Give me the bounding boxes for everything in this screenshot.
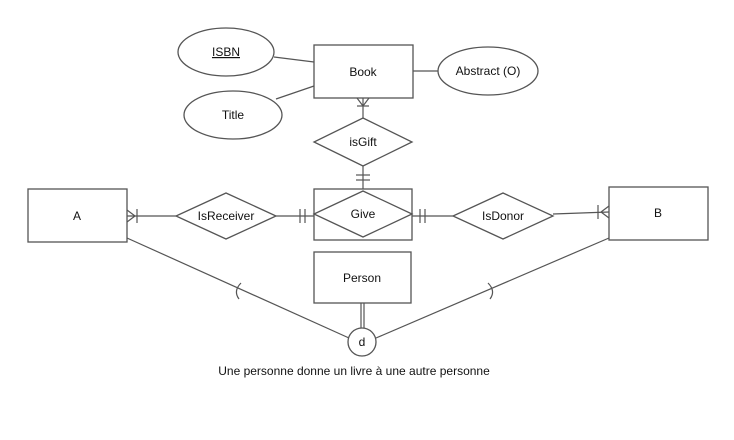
attribute-isbn: ISBN bbox=[177, 27, 275, 77]
relationship-isreceiver: IsReceiver bbox=[174, 192, 278, 240]
relationship-isdonor-label: IsDonor bbox=[482, 209, 524, 223]
a-isreceiver-crowsfoot bbox=[126, 209, 138, 223]
entity-a: A bbox=[27, 188, 128, 243]
entity-person: Person bbox=[313, 251, 412, 304]
associative-entity-give: Give bbox=[312, 188, 414, 241]
give-isreceiver-double-bar bbox=[299, 209, 306, 223]
entity-b: B bbox=[608, 186, 709, 241]
entity-a-label: A bbox=[73, 209, 81, 223]
diagram-caption: Une personne donne un livre à une autre … bbox=[218, 364, 490, 378]
isbn-book-link bbox=[273, 56, 315, 63]
entity-person-label: Person bbox=[343, 271, 381, 285]
attribute-abstract: Abstract (O) bbox=[437, 46, 539, 96]
a-subset-arc bbox=[235, 282, 242, 300]
relationship-isdonor: IsDonor bbox=[451, 192, 555, 240]
b-subset-arc bbox=[487, 282, 494, 300]
attribute-abstract-label: Abstract (O) bbox=[456, 64, 521, 78]
isdonor-b-link bbox=[552, 211, 610, 215]
relationship-isgift-label: isGift bbox=[349, 135, 377, 149]
entity-book-label: Book bbox=[349, 65, 377, 79]
attribute-isbn-label: ISBN bbox=[212, 45, 240, 59]
give-isdonor-double-bar bbox=[419, 209, 426, 223]
b-isdonor-crowsfoot bbox=[597, 205, 610, 219]
attribute-title-label: Title bbox=[222, 108, 245, 122]
disjoint-marker-label: d bbox=[359, 335, 366, 349]
cardinality-marks bbox=[126, 97, 610, 300]
title-book-link bbox=[275, 85, 315, 100]
b-disjoint-link bbox=[375, 237, 610, 339]
entity-b-label: B bbox=[654, 206, 662, 220]
entity-book: Book bbox=[313, 44, 414, 99]
relationship-isreceiver-label: IsReceiver bbox=[198, 209, 255, 223]
attribute-title: Title bbox=[183, 90, 283, 140]
give-isgift-double-bar bbox=[356, 174, 370, 181]
disjoint-circle: d bbox=[347, 327, 377, 357]
relationship-isgift: isGift bbox=[312, 117, 414, 167]
associative-entity-give-label: Give bbox=[351, 207, 376, 221]
book-isgift-crowsfoot bbox=[356, 97, 370, 107]
